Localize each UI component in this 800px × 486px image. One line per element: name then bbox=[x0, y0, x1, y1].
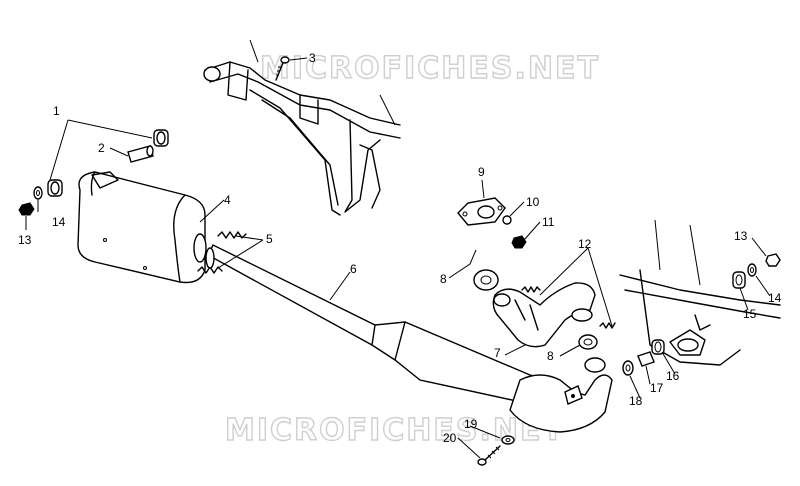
callout-19: 19 bbox=[464, 417, 478, 431]
callout-16: 16 bbox=[666, 369, 680, 383]
callout-3: 3 bbox=[309, 51, 316, 65]
callout-1: 1 bbox=[53, 104, 60, 118]
nut-11 bbox=[511, 235, 527, 249]
exhaust-seal-upper bbox=[473, 269, 499, 291]
frame-bracket-upper bbox=[203, 39, 401, 216]
callout-18: 18 bbox=[629, 394, 643, 408]
callout-14-right: 14 bbox=[768, 291, 782, 305]
callout-10: 10 bbox=[526, 195, 540, 209]
bolt-20 bbox=[477, 445, 501, 466]
spring-headpipe-left bbox=[521, 286, 541, 293]
nut-13-right bbox=[765, 253, 781, 267]
washer-19 bbox=[501, 435, 515, 445]
callout-4: 4 bbox=[224, 193, 231, 207]
callout-11: 11 bbox=[542, 215, 555, 229]
grommet-left bbox=[47, 179, 63, 197]
callout-7-left: 7 bbox=[494, 346, 501, 360]
watermark-bottom: MICROFICHES.NET bbox=[225, 413, 565, 448]
callout-5: 5 bbox=[266, 232, 273, 246]
bolt-top bbox=[275, 56, 290, 81]
spring-headpipe-right bbox=[599, 322, 616, 329]
grommet-15 bbox=[732, 271, 746, 289]
grommet-upper bbox=[153, 129, 169, 147]
washer-14-right bbox=[747, 263, 757, 277]
callout-12: 12 bbox=[578, 237, 592, 251]
callout-8-lower: 8 bbox=[547, 349, 554, 363]
callout-6: 6 bbox=[350, 262, 357, 276]
callout-13-left: 13 bbox=[18, 233, 32, 247]
spacer-tube bbox=[127, 145, 154, 163]
callout-14-left: 14 bbox=[52, 215, 66, 229]
callout-2: 2 bbox=[98, 141, 105, 155]
callout-13-right: 13 bbox=[734, 229, 748, 243]
washer-left bbox=[33, 186, 43, 200]
washer-10 bbox=[502, 215, 512, 225]
head-pipe bbox=[492, 282, 596, 348]
muffler bbox=[77, 171, 207, 284]
exhaust-pipe bbox=[205, 244, 613, 433]
grommet-16 bbox=[651, 339, 665, 355]
callout-8-upper: 8 bbox=[440, 272, 447, 286]
frame-bracket-right bbox=[619, 219, 781, 366]
washer-18 bbox=[622, 360, 634, 376]
callout-9: 9 bbox=[478, 165, 485, 179]
callout-20: 20 bbox=[443, 431, 457, 445]
exhaust-seal-lower bbox=[578, 334, 598, 350]
spacer-17 bbox=[637, 351, 655, 367]
leader-lines bbox=[25, 57, 771, 459]
exhaust-flange bbox=[457, 197, 506, 226]
watermark-top: MICROFICHES.NET bbox=[260, 51, 600, 86]
callout-15: 15 bbox=[743, 307, 757, 321]
nut-left bbox=[18, 202, 35, 216]
callout-17: 17 bbox=[650, 381, 664, 395]
